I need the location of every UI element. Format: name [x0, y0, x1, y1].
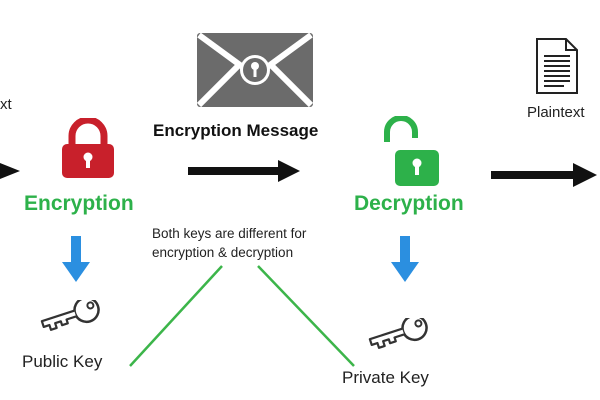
down-arrow-icon: [62, 236, 90, 282]
right-arrow-icon: [491, 163, 597, 187]
connector-line-private: [257, 265, 355, 367]
decryption-label: Decryption: [354, 192, 464, 215]
left-arrow-head: [0, 163, 20, 179]
red-closed-lock-icon: [62, 118, 114, 178]
document-icon: [536, 38, 578, 94]
keys-note-line2: encryption & decryption: [152, 245, 294, 260]
key-icon: [40, 300, 100, 331]
left-cut-label: xt: [0, 96, 12, 113]
green-open-lock-icon: [384, 116, 439, 186]
keys-note: Both keys are different for encryption &…: [152, 224, 306, 262]
key-icon: [368, 318, 428, 349]
right-arrow-icon: [188, 160, 300, 182]
encryption-label: Encryption: [24, 192, 134, 215]
public-key-label: Public Key: [22, 352, 103, 371]
connector-line-public: [129, 265, 223, 367]
private-key-label: Private Key: [342, 368, 429, 387]
keys-note-line1: Both keys are different for: [152, 226, 307, 241]
down-arrow-icon: [391, 236, 419, 282]
envelope-lock-icon: [196, 32, 314, 108]
plaintext-label: Plaintext: [527, 104, 585, 121]
encryption-message-label: Encryption Message: [153, 121, 319, 140]
